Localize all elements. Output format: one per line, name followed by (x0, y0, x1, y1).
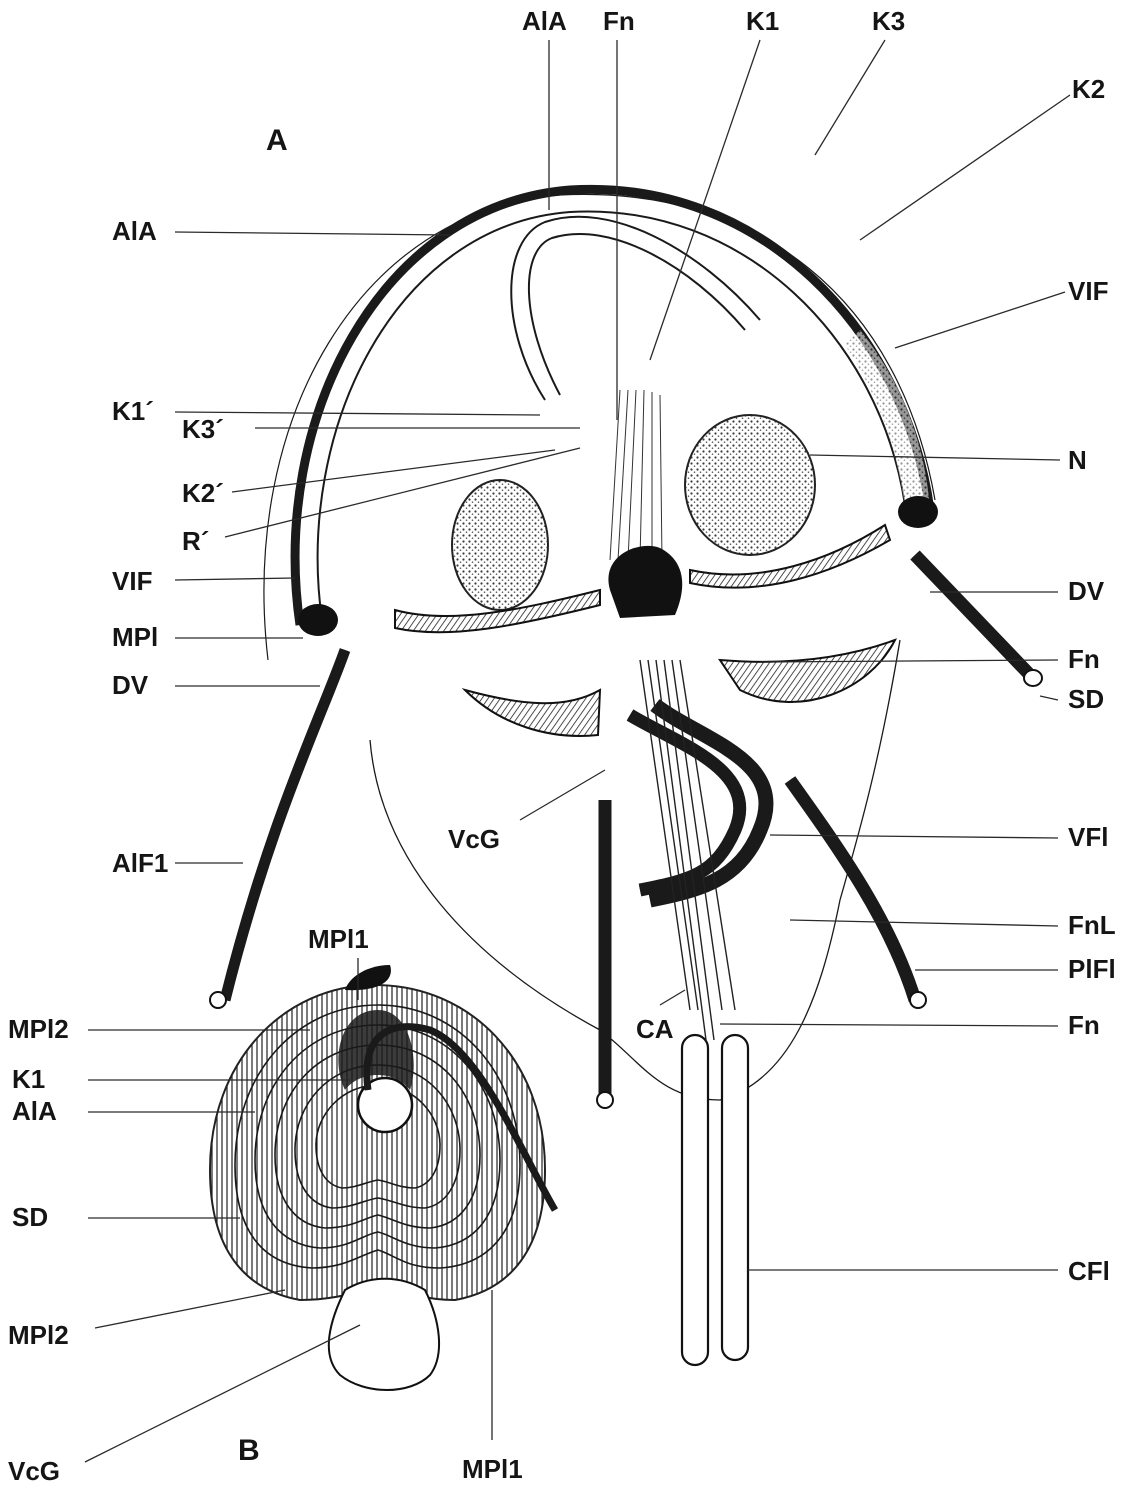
arch-cap-right (898, 496, 938, 528)
label-b-mpi2-bottom: MPl2 (8, 1320, 69, 1350)
label-fnl: FnL (1068, 910, 1116, 940)
label-k2-top: K2 (1072, 74, 1105, 104)
label-fn-right: Fn (1068, 644, 1100, 674)
arch-stipple (845, 330, 930, 510)
arch-cap-left (298, 604, 338, 636)
label-b-k1: K1 (12, 1064, 45, 1094)
central-knot (608, 546, 682, 618)
label-k2-prime: K2´ (182, 478, 224, 508)
label-vif-left: VIF (112, 566, 152, 596)
label-b-mpi2-top: MPl2 (8, 1014, 69, 1044)
left-body (452, 480, 548, 610)
left-fan (465, 690, 600, 736)
label-aia-left: AlA (112, 216, 157, 246)
label-fn-bottom: Fn (1068, 1010, 1100, 1040)
label-vif-right: VIF (1068, 276, 1108, 306)
panel-a-letter: A (266, 124, 288, 157)
label-vcg: VcG (448, 824, 500, 854)
right-fan (720, 640, 895, 702)
label-b-mpi1-top: MPl1 (308, 924, 369, 954)
label-k3-prime: K3´ (182, 414, 224, 444)
b-vcg-bulb (329, 1279, 439, 1390)
label-dv-right: DV (1068, 576, 1105, 606)
label-b-mpi1-bottom: MPl1 (462, 1454, 523, 1484)
label-pifi: PlFl (1068, 954, 1116, 984)
label-cfi: CFl (1068, 1256, 1110, 1286)
label-r-prime: R´ (182, 526, 209, 556)
label-k3-top: K3 (872, 6, 905, 36)
tube-cfi-right (722, 1035, 748, 1360)
label-mpi: MPl (112, 622, 158, 652)
label-vfi: VFl (1068, 822, 1108, 852)
label-aif1: AlF1 (112, 848, 168, 878)
label-b-sd: SD (12, 1202, 48, 1232)
label-k1-top: K1 (746, 6, 779, 36)
label-sd-right: SD (1068, 684, 1104, 714)
panel-b-letter: B (238, 1434, 260, 1467)
label-dv-left: DV (112, 670, 149, 700)
label-aia-top: AlA (522, 6, 567, 36)
label-fn-top: Fn (603, 6, 635, 36)
right-body (685, 415, 815, 555)
label-b-vcg: VcG (8, 1456, 60, 1486)
label-ca: CA (636, 1014, 674, 1044)
central-fibres (610, 390, 662, 560)
label-b-aia: AlA (12, 1096, 57, 1126)
label-k1-prime: K1´ (112, 396, 154, 426)
label-n: N (1068, 445, 1087, 475)
tube-cfi-left (682, 1035, 708, 1365)
panel-b-drawing (210, 965, 555, 1390)
